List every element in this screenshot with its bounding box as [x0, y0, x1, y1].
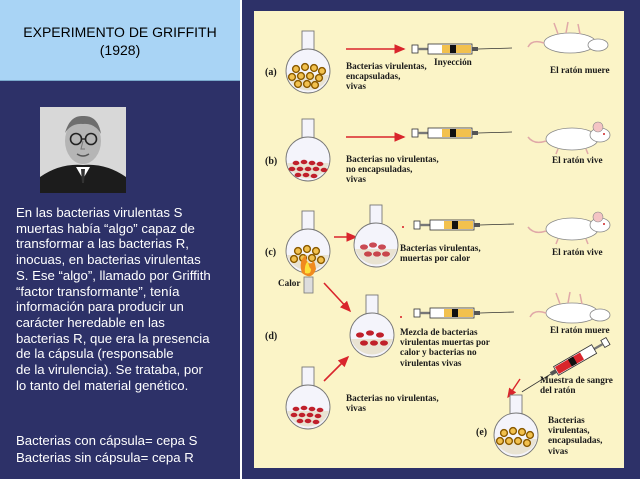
syringe-e: [518, 336, 611, 396]
explanation-text: En las bacterias virulentas S muertas ha…: [16, 205, 211, 393]
caption-c-heat: Calor: [278, 278, 301, 288]
syringe-d: [413, 307, 515, 319]
griffith-diagram: (a) (b) (c) (d) (e) Bacterias virulentas…: [254, 11, 624, 468]
flask-c-dead: [353, 204, 399, 268]
syringe-b: [411, 127, 513, 139]
bacteria-s-e: [495, 426, 535, 448]
label-c: (c): [265, 247, 277, 258]
caption-e-blood: Muestra de sangre del ratón: [540, 375, 613, 396]
flask-e: [493, 394, 539, 458]
label-a: (a): [265, 67, 277, 78]
caption-d-mix: Mezcla de bacterias virulentas muertas p…: [400, 327, 490, 368]
bacteria-dead-c: [360, 242, 390, 257]
footer-strain-s: Bacterias con cápsula= cepa S: [16, 433, 198, 448]
mouse-c-alive: [527, 211, 611, 245]
slide-title: EXPERIMENTO DE GRIFFITH: [23, 24, 217, 40]
caption-a-injection: Inyección: [434, 57, 472, 67]
bacteria-s-a: [287, 62, 327, 90]
flask-d-mix: [349, 294, 395, 358]
label-b: (b): [265, 156, 278, 167]
label-d: (d): [265, 331, 278, 342]
footer-strain-r: Bacterias sin cápsula= cepa R: [16, 450, 194, 465]
row-b: [285, 118, 611, 182]
mouse-a-dead: [527, 21, 609, 54]
title-box: EXPERIMENTO DE GRIFFITH (1928): [0, 0, 240, 81]
arrow-c-to-d: [323, 282, 352, 313]
burner-icon: [303, 276, 314, 294]
diagram-graphics: [285, 21, 611, 458]
row-d: [285, 291, 611, 430]
row-e: [493, 336, 611, 458]
syringe-a: [411, 43, 513, 55]
caption-a-result: El ratón muere: [550, 65, 610, 75]
row-c: [285, 204, 611, 313]
row-a: [285, 21, 609, 94]
bacteria-mix-d: [356, 330, 388, 346]
caption-a-bacteria: Bacterias virulentas, encapsuladas, viva…: [346, 61, 427, 92]
slide-year: (1928): [99, 42, 141, 58]
label-e: (e): [476, 427, 488, 438]
caption-b-result: El ratón vive: [552, 155, 603, 165]
caption-e-bacteria: Bacterias virulentas, encapsuladas, viva…: [548, 415, 603, 456]
caption-c-result: El ratón vive: [552, 247, 603, 257]
arrow-d-up: [323, 355, 350, 382]
caption-d-live: Bacterias no virulentas, vivas: [346, 393, 439, 414]
left-column: EXPERIMENTO DE GRIFFITH (1928) En las ba…: [0, 0, 240, 479]
column-divider: [240, 0, 242, 479]
mouse-d-dead: [529, 291, 611, 324]
caption-c-bacteria: Bacterias virulentas, muertas por calor: [400, 243, 481, 264]
portrait-image: [40, 107, 126, 193]
arrow-e: [507, 378, 521, 399]
syringe-c: [413, 219, 515, 231]
caption-b-bacteria: Bacterias no virulentas, no encapsuladas…: [346, 154, 439, 185]
bacteria-r-d: [290, 405, 324, 425]
mouse-b-alive: [527, 121, 611, 155]
griffith-portrait: [40, 107, 126, 193]
bacteria-r-b: [288, 159, 328, 179]
caption-d-result: El ratón muere: [550, 325, 610, 335]
